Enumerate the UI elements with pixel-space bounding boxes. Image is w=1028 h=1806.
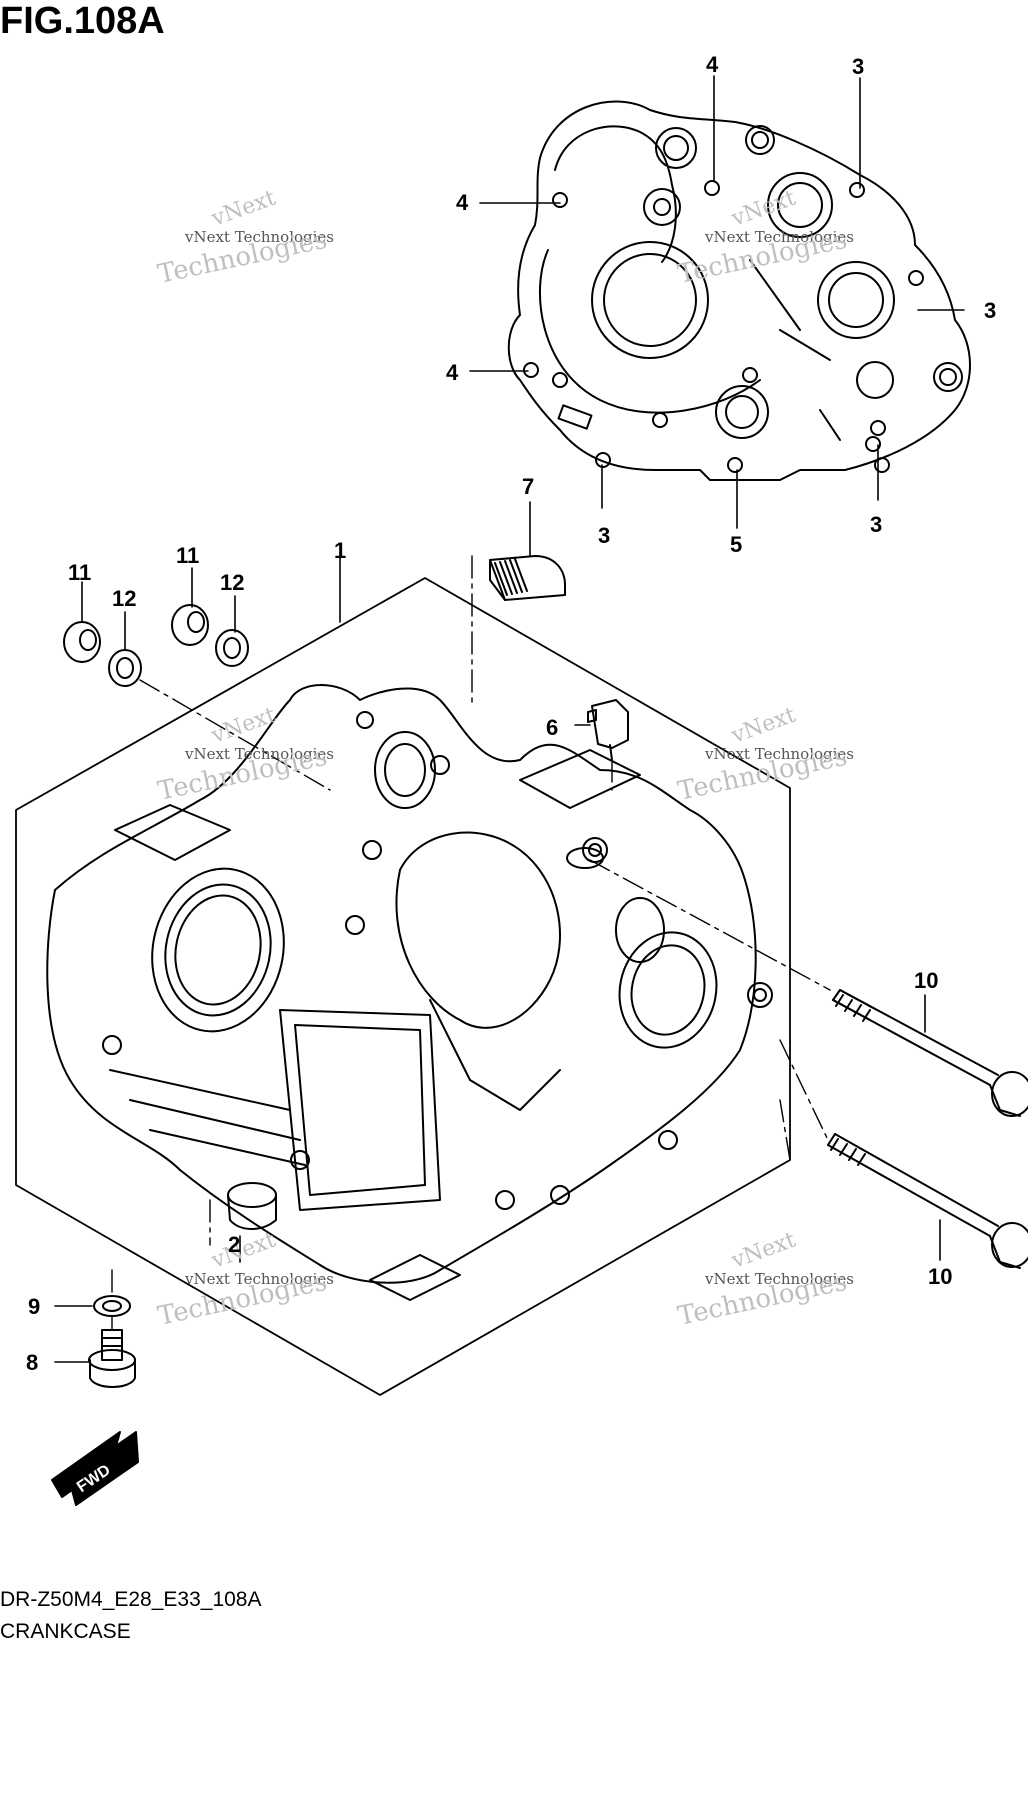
callout-11: 11 — [68, 560, 91, 585]
callout-10: 10 — [928, 1264, 952, 1289]
callout-9: 9 — [28, 1294, 40, 1319]
callout-12: 12 — [220, 570, 244, 595]
callout-8: 8 — [26, 1350, 38, 1375]
watermark-line: vNext Technologies — [184, 1270, 334, 1288]
fwd-arrow-icon — [51, 1431, 139, 1506]
callout-2: 2 — [228, 1232, 240, 1257]
callout-4: 4 — [706, 52, 719, 77]
watermark-brand: vNext — [728, 703, 800, 749]
callout-5: 5 — [730, 532, 742, 557]
watermark-line: vNext Technologies — [704, 228, 854, 246]
part-7-bracket — [489, 555, 566, 601]
callout-3: 3 — [598, 523, 610, 548]
callout-4: 4 — [446, 360, 459, 385]
model-code: DR-Z50M4_E28_E33_108A — [0, 1588, 262, 1611]
callout-12: 12 — [112, 586, 136, 611]
callout-3: 3 — [852, 54, 864, 79]
watermark-brand: vNext — [208, 186, 280, 232]
section-name: CRANKCASE — [0, 1620, 131, 1643]
watermark-line: vNext Technologies — [184, 745, 334, 763]
watermark-line: vNext Technologies — [704, 745, 854, 763]
part-12-washer-right — [215, 629, 249, 667]
figure-title: FIG.108A — [0, 0, 165, 42]
watermark-group: vNext vNext Technologies Technologies vN… — [155, 186, 854, 1332]
callout-10: 10 — [914, 968, 938, 993]
crankcase-right-half — [507, 100, 971, 481]
callout-7: 7 — [522, 474, 534, 499]
alignment-lines — [111, 555, 831, 1331]
part-6-fitting — [587, 699, 629, 761]
watermark-brand: vNext — [208, 1228, 280, 1274]
callout-3: 3 — [870, 512, 882, 537]
callout-1: 1 — [334, 538, 346, 563]
callout-11: 11 — [176, 543, 199, 568]
part-11-nut-left — [63, 621, 101, 663]
part-12-washer-left — [108, 649, 142, 687]
callout-3: 3 — [984, 298, 996, 323]
part-10-bolt-upper — [832, 989, 1028, 1117]
crankcase-left-half — [15, 577, 791, 1396]
watermark-brand: vNext — [208, 703, 280, 749]
part-8-drain-plug — [88, 1329, 136, 1388]
part-9-gasket — [93, 1295, 131, 1317]
callout-6: 6 — [546, 715, 558, 740]
watermark-line: vNext Technologies — [184, 228, 334, 246]
callout-4: 4 — [456, 190, 469, 215]
watermark-brand: vNext — [728, 186, 800, 232]
part-11-nut-right — [171, 604, 209, 646]
callout-labels: 4 3 4 4 3 3 3 5 7 1 6 11 11 12 12 2 9 8 … — [26, 52, 996, 1496]
watermark-brand: vNext — [728, 1228, 800, 1274]
leader-lines — [54, 75, 965, 1363]
part-10-bolt-lower — [827, 1133, 1028, 1269]
watermark-line: vNext Technologies — [704, 1270, 854, 1288]
